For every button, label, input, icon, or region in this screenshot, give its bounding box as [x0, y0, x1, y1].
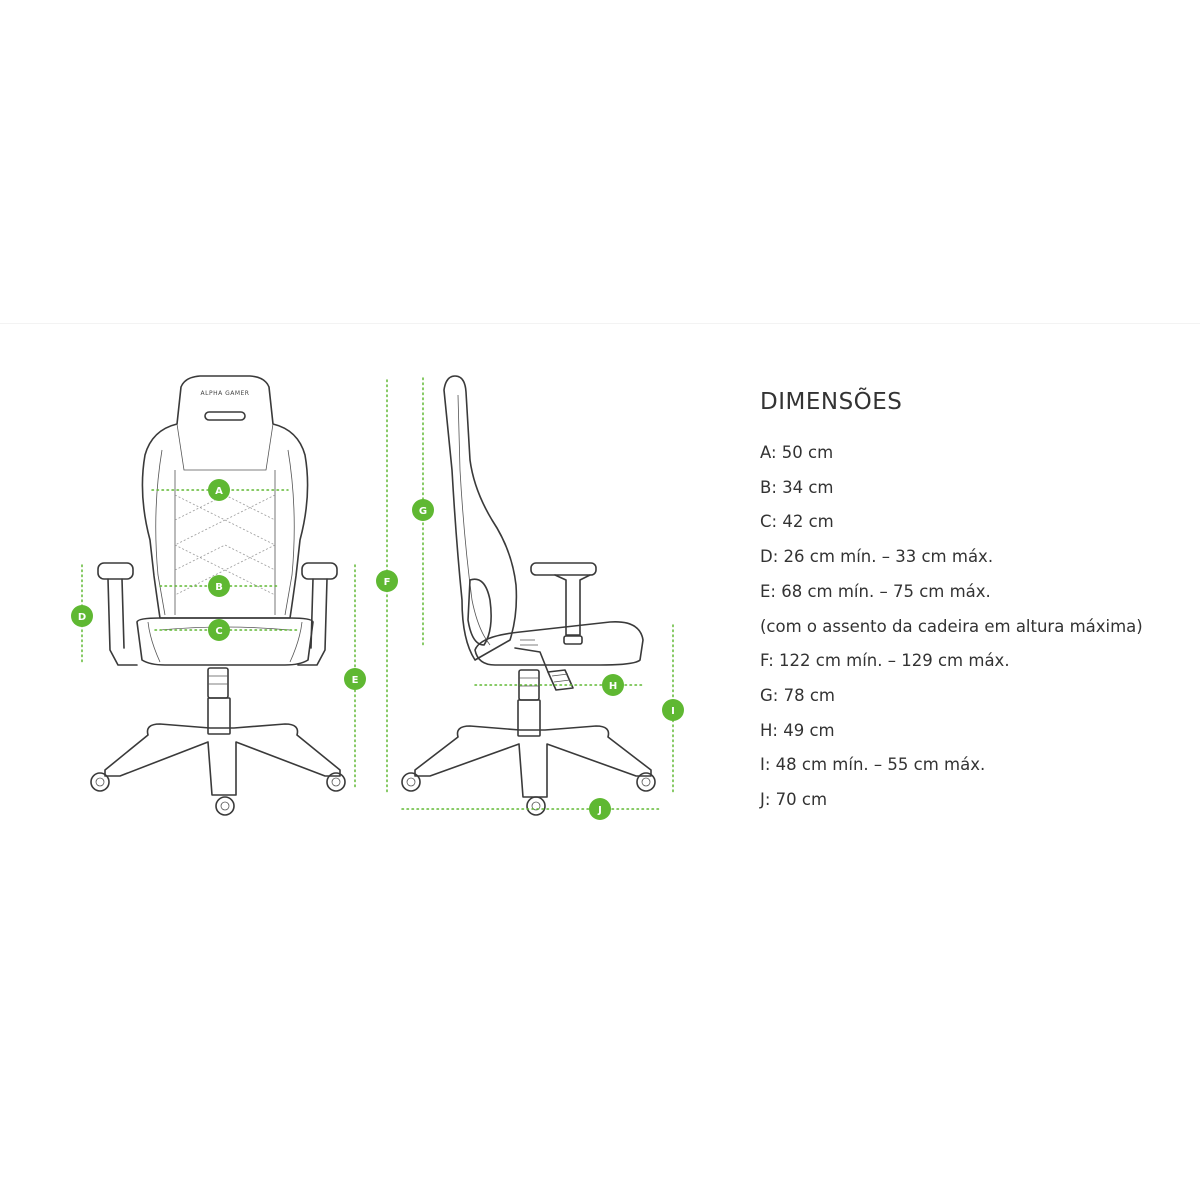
dimension-item-a: A: 50 cm: [760, 443, 834, 462]
side-seat-cushion: [474, 621, 644, 666]
dimension-lines: [81, 377, 674, 810]
dimension-item-f: F: 122 cm mín. – 129 cm máx.: [760, 651, 1010, 671]
front-headrest-slot: [204, 411, 246, 421]
front-view-chair: ALPHA GAMER: [90, 375, 346, 816]
badge-h: H: [602, 674, 624, 696]
dimension-item-e: E: 68 cm mín. – 75 cm máx.: [760, 581, 991, 601]
side-star-base: [414, 725, 652, 798]
badge-f: F: [376, 570, 398, 592]
svg-text:G: G: [419, 506, 427, 517]
svg-text:E: E: [352, 675, 359, 686]
badge-c: C: [208, 619, 230, 641]
svg-text:D: D: [78, 612, 86, 623]
badge-g: G: [412, 499, 434, 521]
badge-b: B: [208, 575, 230, 597]
dimension-item-g: G: 78 cm: [760, 685, 835, 705]
badge-a: A: [208, 479, 230, 501]
front-casters: [90, 772, 346, 816]
svg-text:J: J: [597, 805, 602, 816]
svg-text:B: B: [215, 582, 223, 593]
front-right-armrest-pad: [301, 562, 338, 580]
dimension-item-e-note: (com o assento da cadeira em altura máxi…: [760, 616, 1143, 636]
svg-text:A: A: [215, 486, 223, 497]
side-casters: [401, 772, 656, 816]
svg-text:F: F: [384, 577, 391, 588]
dimension-item-b: B: 34 cm: [760, 477, 834, 497]
badge-e: E: [344, 668, 366, 690]
dimension-item-i: I: 48 cm mín. – 55 cm máx.: [760, 755, 986, 775]
section-divider: [0, 323, 1200, 324]
dimension-item-d: D: 26 cm mín. – 33 cm máx.: [760, 547, 994, 567]
dimensions-title: DIMENSÕES: [760, 389, 903, 415]
side-armrest-pad: [530, 562, 597, 576]
side-view-chair: [401, 375, 656, 816]
dimension-item-j: J: 70 cm: [760, 790, 828, 810]
brand-logo-text: ALPHA GAMER: [201, 390, 250, 397]
svg-text:H: H: [609, 681, 617, 692]
front-backrest-outline: [141, 375, 309, 619]
dimension-item-c: C: 42 cm: [760, 512, 834, 532]
badge-j: J: [589, 798, 611, 820]
front-back-inner-panel: [176, 423, 274, 471]
badge-d: D: [71, 605, 93, 627]
svg-text:C: C: [215, 626, 222, 637]
front-seat-cushion: [136, 617, 314, 666]
badge-i: I: [662, 699, 684, 721]
svg-text:I: I: [671, 706, 675, 717]
front-left-armrest-pad: [97, 562, 134, 580]
side-lumbar-pillow: [467, 578, 492, 646]
front-gas-lift: [207, 667, 229, 699]
dimensions-list: A: 50 cm B: 34 cm C: 42 cm D: 26 cm mín.…: [760, 436, 1190, 818]
dimension-item-h: H: 49 cm: [760, 720, 835, 740]
dimension-badges: A B C D E F G H: [71, 479, 684, 820]
dimensions-panel: DIMENSÕES A: 50 cm B: 34 cm C: 42 cm D: …: [760, 386, 1190, 818]
side-backrest-outline: [443, 375, 518, 661]
front-star-base: [104, 723, 341, 796]
side-tilt-knob: [547, 669, 574, 691]
